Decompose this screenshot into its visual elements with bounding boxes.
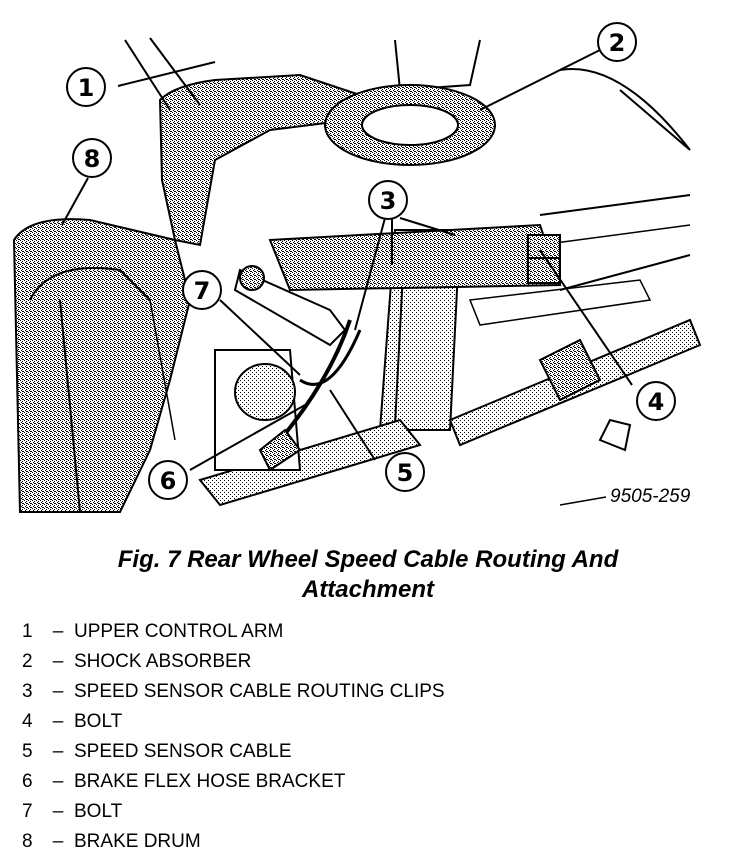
svg-text:1: 1 bbox=[78, 74, 95, 102]
legend-text: BOLT bbox=[74, 711, 123, 732]
bolt-4 bbox=[527, 234, 561, 284]
callout-6: 6 bbox=[148, 460, 188, 500]
legend-number: 1 bbox=[22, 621, 33, 642]
legend-dash: – bbox=[52, 831, 64, 852]
legend-item: 8–BRAKE DRUM bbox=[22, 827, 722, 857]
figure-id: 9505-259 bbox=[610, 486, 691, 507]
caption-line-2: Attachment bbox=[301, 576, 434, 603]
legend-number: 2 bbox=[22, 651, 33, 672]
legend-item: 2–SHOCK ABSORBER bbox=[22, 647, 722, 677]
legend-dash: – bbox=[52, 801, 64, 822]
speed-sensor-assembly bbox=[214, 265, 362, 472]
svg-text:2: 2 bbox=[609, 29, 626, 57]
legend-item: 6–BRAKE FLEX HOSE BRACKET bbox=[22, 767, 722, 797]
legend-dash: – bbox=[52, 771, 64, 792]
svg-text:3: 3 bbox=[380, 187, 397, 215]
svg-text:5: 5 bbox=[397, 459, 414, 487]
legend-number: 3 bbox=[22, 681, 33, 702]
callout-4: 4 bbox=[636, 381, 676, 421]
legend-number: 4 bbox=[22, 711, 33, 732]
legend-item: 1–UPPER CONTROL ARM bbox=[22, 617, 722, 647]
figure-caption: Fig. 7 Rear Wheel Speed Cable Routing An… bbox=[0, 545, 736, 605]
svg-text:6: 6 bbox=[160, 467, 177, 495]
leader-lines bbox=[61, 49, 633, 471]
legend-text: BRAKE DRUM bbox=[74, 831, 201, 852]
legend-dash: – bbox=[52, 681, 64, 702]
lower-link bbox=[198, 279, 702, 507]
callout-8: 8 bbox=[72, 138, 112, 178]
legend-item: 5–SPEED SENSOR CABLE bbox=[22, 737, 722, 767]
legend-text: SPEED SENSOR CABLE ROUTING CLIPS bbox=[74, 681, 445, 702]
callout-5: 5 bbox=[385, 452, 425, 492]
legend-item: 4–BOLT bbox=[22, 707, 722, 737]
svg-text:8: 8 bbox=[84, 145, 101, 173]
callout-7: 7 bbox=[182, 270, 222, 310]
legend-text: SHOCK ABSORBER bbox=[74, 651, 252, 672]
legend-number: 8 bbox=[22, 831, 33, 852]
legend-number: 7 bbox=[22, 801, 33, 822]
body-panel bbox=[539, 68, 691, 291]
legend-text: UPPER CONTROL ARM bbox=[74, 621, 284, 642]
legend-dash: – bbox=[52, 741, 64, 762]
callout-3: 3 bbox=[368, 180, 408, 220]
legend-text: BRAKE FLEX HOSE BRACKET bbox=[74, 771, 346, 792]
caption-line-1: Fig. 7 Rear Wheel Speed Cable Routing An… bbox=[117, 546, 619, 573]
legend-item: 3–SPEED SENSOR CABLE ROUTING CLIPS bbox=[22, 677, 722, 707]
legend-text: BOLT bbox=[74, 801, 123, 822]
legend-number: 6 bbox=[22, 771, 33, 792]
brake-drum bbox=[12, 218, 192, 513]
svg-text:4: 4 bbox=[648, 388, 665, 416]
legend-number: 5 bbox=[22, 741, 33, 762]
figure-id-leader bbox=[559, 496, 607, 506]
legend-dash: – bbox=[52, 651, 64, 672]
legend-text: SPEED SENSOR CABLE bbox=[74, 741, 292, 762]
legend-item: 7–BOLT bbox=[22, 797, 722, 827]
technical-illustration: 1 2 3 4 5 6 7 8 9505-259 bbox=[12, 22, 702, 513]
svg-text:7: 7 bbox=[194, 277, 211, 305]
callout-1: 1 bbox=[66, 67, 106, 107]
legend-list: 1–UPPER CONTROL ARM 2–SHOCK ABSORBER 3–S… bbox=[22, 617, 722, 857]
callout-2: 2 bbox=[597, 22, 637, 62]
shock-absorber bbox=[268, 84, 562, 431]
legend-dash: – bbox=[52, 711, 64, 732]
legend-dash: – bbox=[52, 621, 64, 642]
